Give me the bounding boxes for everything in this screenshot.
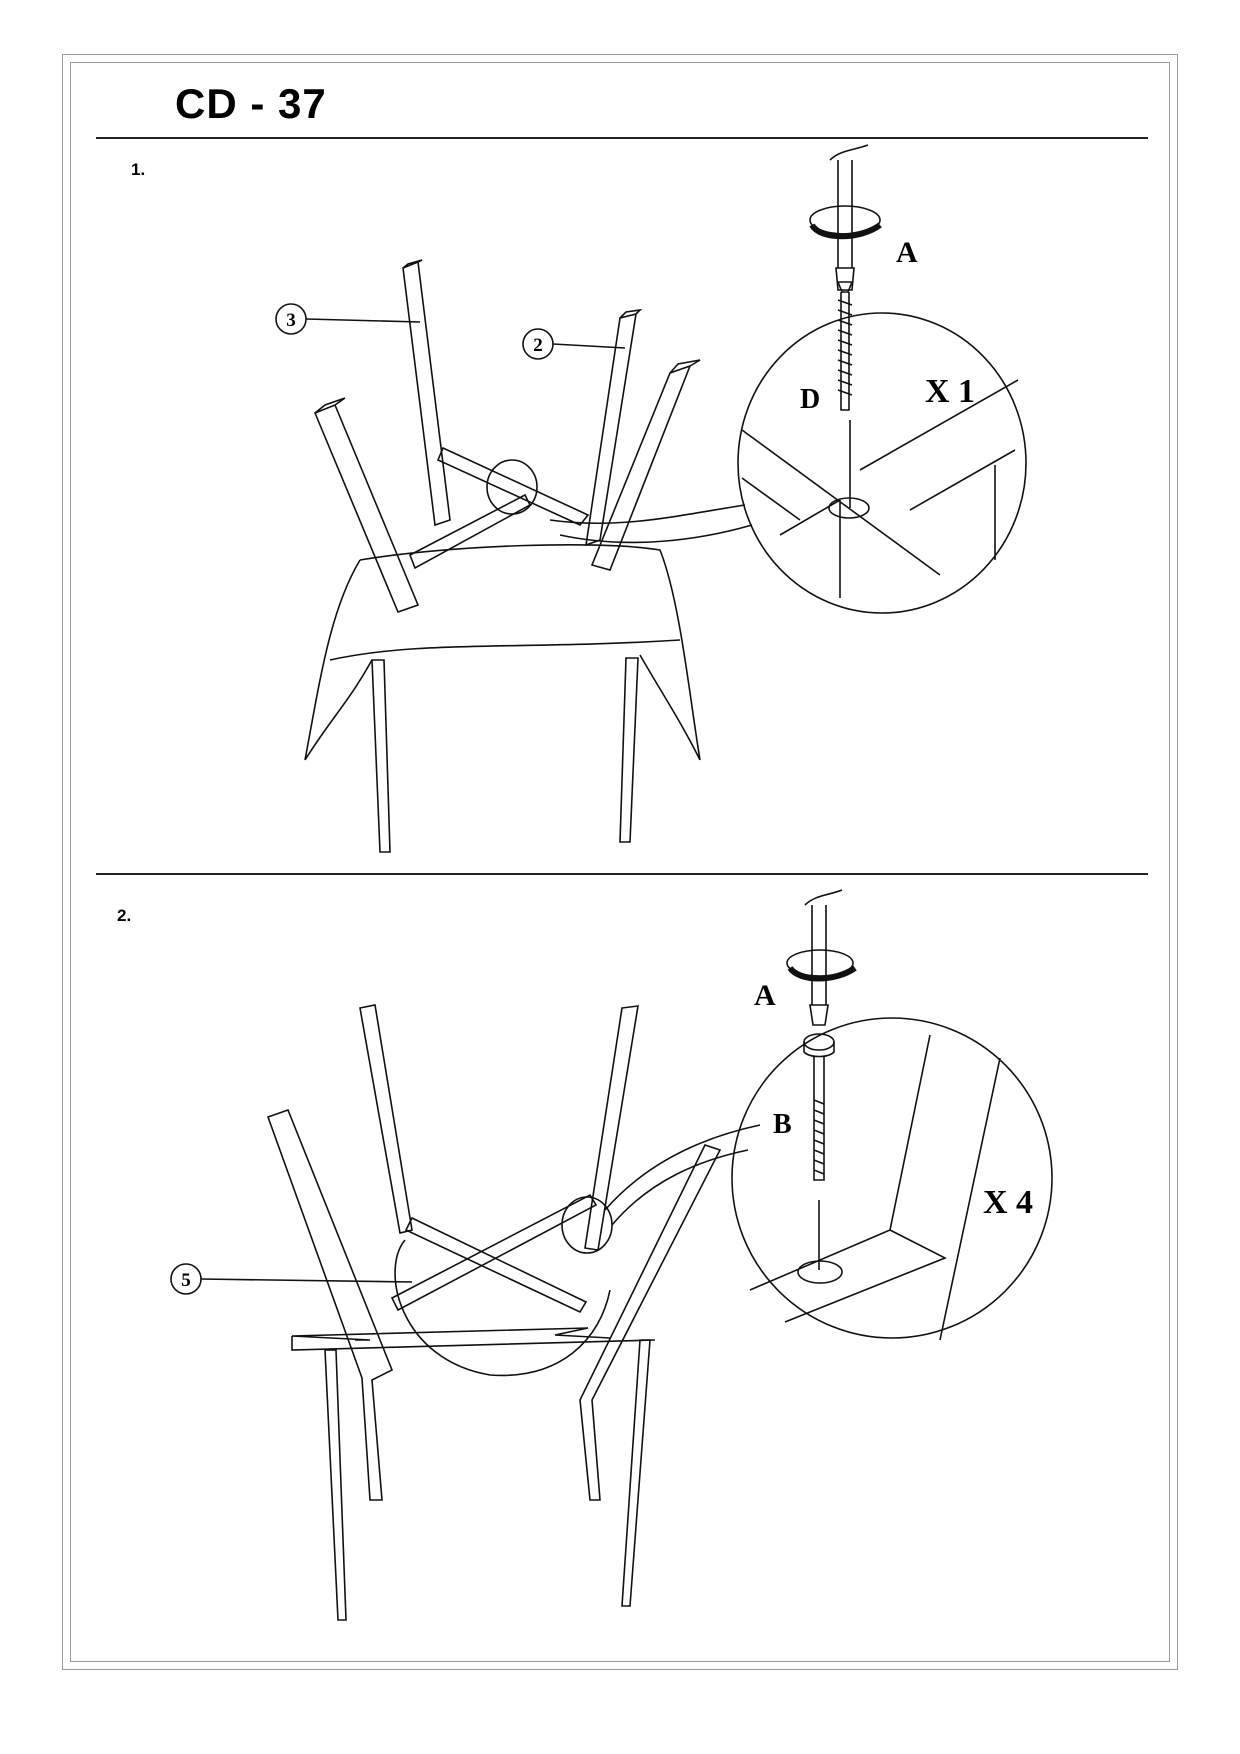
step-1-number: 1.: [131, 160, 146, 179]
quantity-label-x1: X 1: [925, 373, 975, 410]
page-border-inner: [70, 62, 1170, 1662]
page-title: CD - 37: [175, 80, 327, 127]
callout-part-5: 5: [170, 1263, 413, 1295]
callout-part-2: 2: [522, 328, 626, 360]
screwdriver-a-step-1: [809, 144, 882, 291]
tool-label-a: A: [896, 236, 918, 269]
callout-part-3: 3: [275, 303, 421, 335]
quantity-label-x4: X 4: [983, 1184, 1033, 1221]
step-1-chair-illustration: [304, 259, 753, 853]
fastener-label-b: B: [773, 1109, 792, 1140]
svg-text:3: 3: [286, 310, 296, 331]
fastener-label-d: D: [800, 384, 820, 415]
svg-text:2: 2: [533, 335, 543, 356]
svg-text:5: 5: [181, 1270, 191, 1291]
bolt-b: [803, 1033, 835, 1181]
step-2-detail-zoom: [731, 1017, 1053, 1341]
tool-label-a-2: A: [754, 979, 776, 1012]
step-2-chair-illustration: [266, 1004, 761, 1621]
page-border-outer: [62, 54, 1178, 1670]
step-1-detail-zoom: [737, 312, 1027, 614]
step-2-number: 2.: [117, 906, 132, 925]
screwdriver-a-step-2: [786, 889, 857, 1026]
step-divider: [96, 873, 1148, 875]
screw-d: [836, 281, 854, 411]
header-divider: [96, 137, 1148, 139]
